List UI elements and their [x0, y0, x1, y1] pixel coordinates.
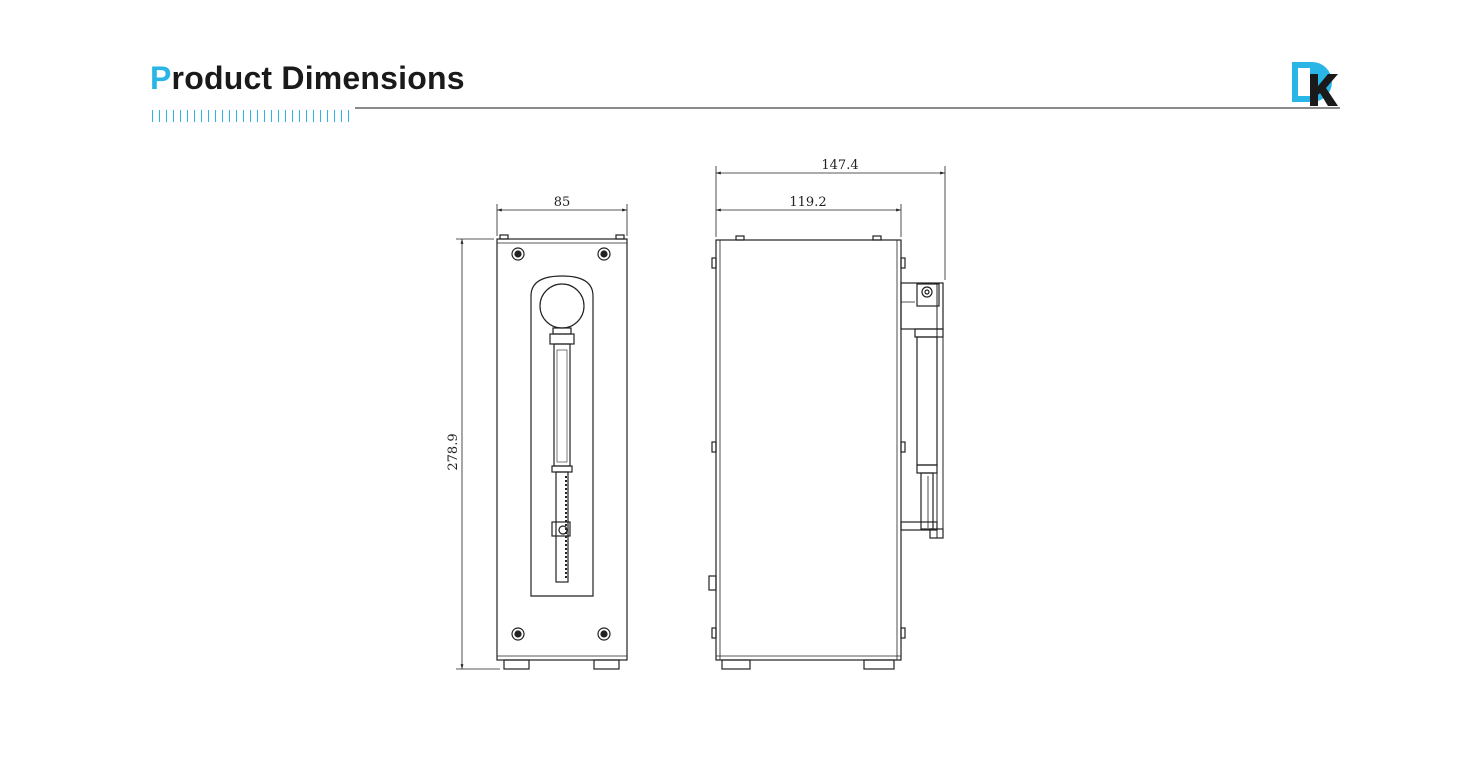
- page-title-initial: P: [150, 60, 172, 96]
- title-underline-ticks: [152, 110, 352, 122]
- side-body-outline: [715, 239, 902, 661]
- page-header: Product Dimensions: [150, 60, 1340, 130]
- front-view: [496, 234, 628, 670]
- front-screws: [511, 247, 611, 641]
- side-dimensions: [715, 166, 946, 280]
- front-foot-right: [593, 659, 620, 670]
- total-depth-label: 147.4: [821, 158, 858, 173]
- side-view: [708, 235, 944, 670]
- front-width-label: 85: [554, 195, 571, 210]
- side-plunger: [920, 472, 934, 530]
- syringe-clamp: [539, 283, 585, 329]
- syringe-flange: [549, 333, 575, 345]
- side-foot-left: [721, 659, 751, 670]
- height-label: 278.9: [446, 433, 461, 470]
- page-title: Product Dimensions: [150, 60, 465, 97]
- front-foot-left: [503, 659, 530, 670]
- body-depth-label: 119.2: [789, 195, 826, 210]
- front-body-outline: [496, 238, 628, 661]
- plunger-rack: [555, 471, 569, 583]
- syringe-barrel: [553, 343, 571, 467]
- side-foot-right: [863, 659, 895, 670]
- side-syringe-barrel: [916, 336, 938, 466]
- front-slot: [530, 275, 594, 597]
- header-divider: [355, 107, 1340, 109]
- page-title-rest: roduct Dimensions: [171, 60, 465, 96]
- dk-logo: [1292, 62, 1338, 106]
- front-dimensions: [456, 204, 628, 670]
